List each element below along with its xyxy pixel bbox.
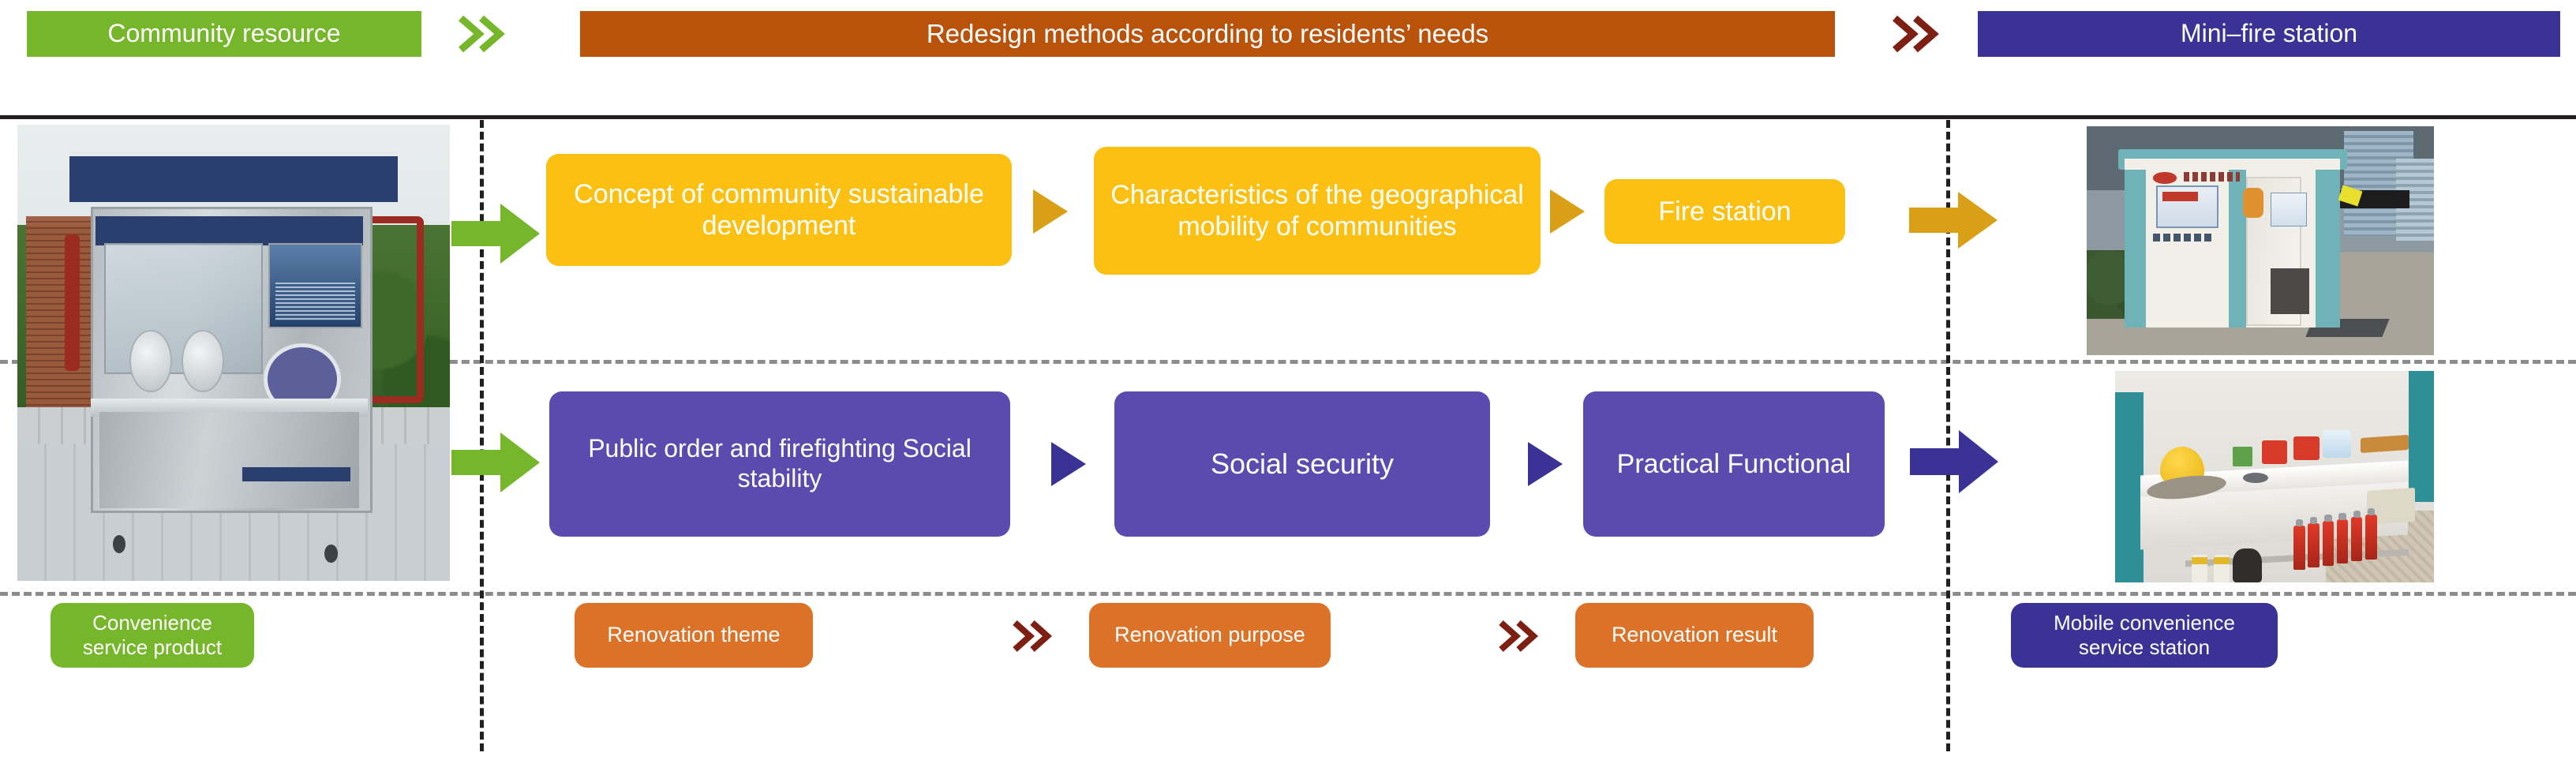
footer-step-renovation-result[interactable]: Renovation result bbox=[1575, 603, 1814, 668]
violet-box-1-label: Public order and firefighting Social sta… bbox=[588, 434, 972, 492]
amber-box-2-label: Characteristics of the geographical mobi… bbox=[1110, 179, 1524, 241]
triangle-right-violet-2-icon bbox=[1528, 442, 1563, 486]
footer-step-renovation-theme[interactable]: Renovation theme bbox=[575, 603, 813, 668]
violet-box-practical-functional[interactable]: Practical Functional bbox=[1583, 391, 1885, 537]
footer-convenience-service-product[interactable]: Convenience service product bbox=[51, 603, 254, 668]
left-column-dashed-divider bbox=[480, 120, 484, 751]
middle-dashed-divider bbox=[0, 360, 2576, 364]
mini-fire-station-exterior-photo bbox=[2087, 126, 2434, 355]
triangle-right-amber-1-icon bbox=[1033, 189, 1068, 234]
amber-box-fire-station[interactable]: Fire station bbox=[1604, 179, 1845, 244]
triangle-right-amber-2-icon bbox=[1550, 189, 1585, 234]
block-arrow-right-green-violet-row-icon bbox=[451, 432, 540, 492]
violet-box-public-order-and-firefighting-social-stability[interactable]: Public order and firefighting Social sta… bbox=[549, 391, 1010, 537]
header-divider-rule bbox=[0, 115, 2576, 119]
header-mini-fire-station-label: Mini–fire station bbox=[2180, 19, 2358, 48]
block-arrow-right-violet-icon bbox=[1910, 430, 1998, 493]
triangle-right-violet-1-icon bbox=[1051, 442, 1086, 486]
header-mini-fire-station[interactable]: Mini–fire station bbox=[1978, 11, 2560, 57]
right-column-dashed-divider bbox=[1946, 120, 1950, 751]
footer-mobile-convenience-service-station[interactable]: Mobile convenience service station bbox=[2011, 603, 2278, 668]
mobile-convenience-service-kiosk-photo bbox=[17, 125, 450, 581]
block-arrow-right-amber-icon bbox=[1909, 192, 1998, 249]
chevrons-right-green-icon bbox=[448, 11, 510, 57]
amber-box-1-label: Concept of community sustainable develop… bbox=[574, 178, 984, 241]
footer-step-3-label: Renovation result bbox=[1611, 623, 1778, 647]
violet-box-social-security[interactable]: Social security bbox=[1114, 391, 1490, 537]
amber-box-3-label: Fire station bbox=[1658, 196, 1792, 227]
header-community-resource-label: Community resource bbox=[107, 19, 341, 48]
footer-step-2-label: Renovation purpose bbox=[1114, 623, 1305, 647]
violet-box-2-label: Social security bbox=[1210, 447, 1395, 480]
chevrons-right-maroon-footer-2-icon bbox=[1492, 617, 1541, 655]
amber-box-characteristics-of-the-geographical-mobility-of-communities[interactable]: Characteristics of the geographical mobi… bbox=[1094, 147, 1541, 275]
amber-box-concept-of-community-sustainable-development[interactable]: Concept of community sustainable develop… bbox=[546, 154, 1012, 266]
footer-step-renovation-purpose[interactable]: Renovation purpose bbox=[1089, 603, 1331, 668]
footer-step-1-label: Renovation theme bbox=[607, 623, 781, 647]
chevrons-right-maroon-icon bbox=[1882, 11, 1944, 57]
fire-station-interior-shelf-photo bbox=[2115, 371, 2434, 582]
block-arrow-right-green-amber-row-icon bbox=[451, 204, 540, 264]
bottom-dashed-divider bbox=[0, 592, 2576, 596]
violet-box-3-label: Practical Functional bbox=[1616, 448, 1852, 479]
footer-mobile-convenience-service-station-label: Mobile convenience service station bbox=[2054, 611, 2235, 659]
header-community-resource[interactable]: Community resource bbox=[27, 11, 421, 57]
chevrons-right-maroon-footer-1-icon bbox=[1005, 617, 1054, 655]
footer-convenience-service-product-label: Convenience service product bbox=[82, 611, 223, 659]
header-redesign-methods-label: Redesign methods according to residents’… bbox=[926, 18, 1489, 48]
header-redesign-methods[interactable]: Redesign methods according to residents’… bbox=[580, 11, 1835, 57]
